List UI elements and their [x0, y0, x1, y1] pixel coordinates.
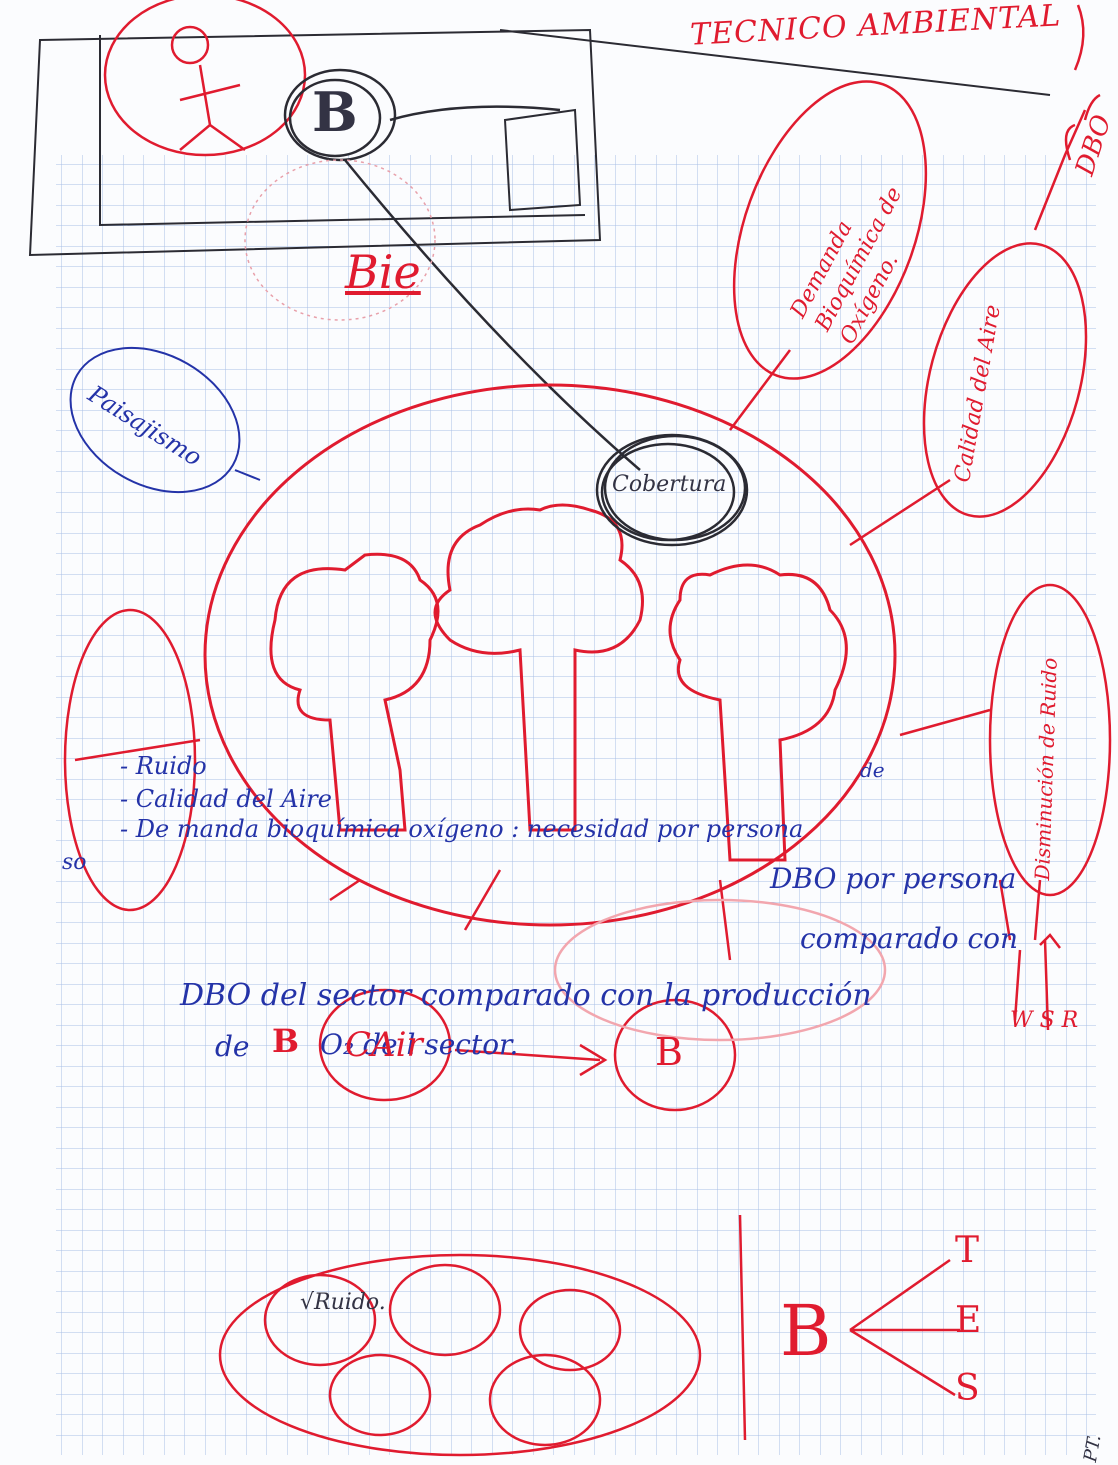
letter-b-top: B	[312, 80, 358, 144]
tes-letter-e: E	[955, 1300, 981, 1341]
wsr-label: W S R	[1010, 1010, 1110, 1032]
note-dbo-persona: DBO por persona	[770, 862, 1016, 895]
b-circle-label: B	[655, 1030, 683, 1074]
tes-b: B	[780, 1290, 831, 1372]
bie-label: Bie	[345, 245, 421, 299]
cobertura-label: Cobertura	[612, 472, 726, 497]
note-ruido: - Ruido	[120, 752, 207, 780]
note-demanda: - De manda bioquímica oxígeno : necesida…	[120, 815, 803, 843]
ruido-label: √Ruido.	[300, 1290, 386, 1315]
note-comparado: comparado con	[800, 922, 1018, 955]
note-so: so	[62, 850, 87, 875]
tes-letter-s: S	[955, 1368, 980, 1409]
note-b-bold: B	[272, 1022, 299, 1060]
car-label: CAir	[345, 1025, 423, 1065]
note-de-superscript: de	[860, 758, 885, 782]
note-dbo-sector: DBO del sector comparado con la producci…	[180, 978, 872, 1013]
note-de: de	[215, 1030, 250, 1063]
note-calidad: - Calidad del Aire	[120, 785, 332, 813]
tes-letter-t: T	[955, 1230, 979, 1271]
